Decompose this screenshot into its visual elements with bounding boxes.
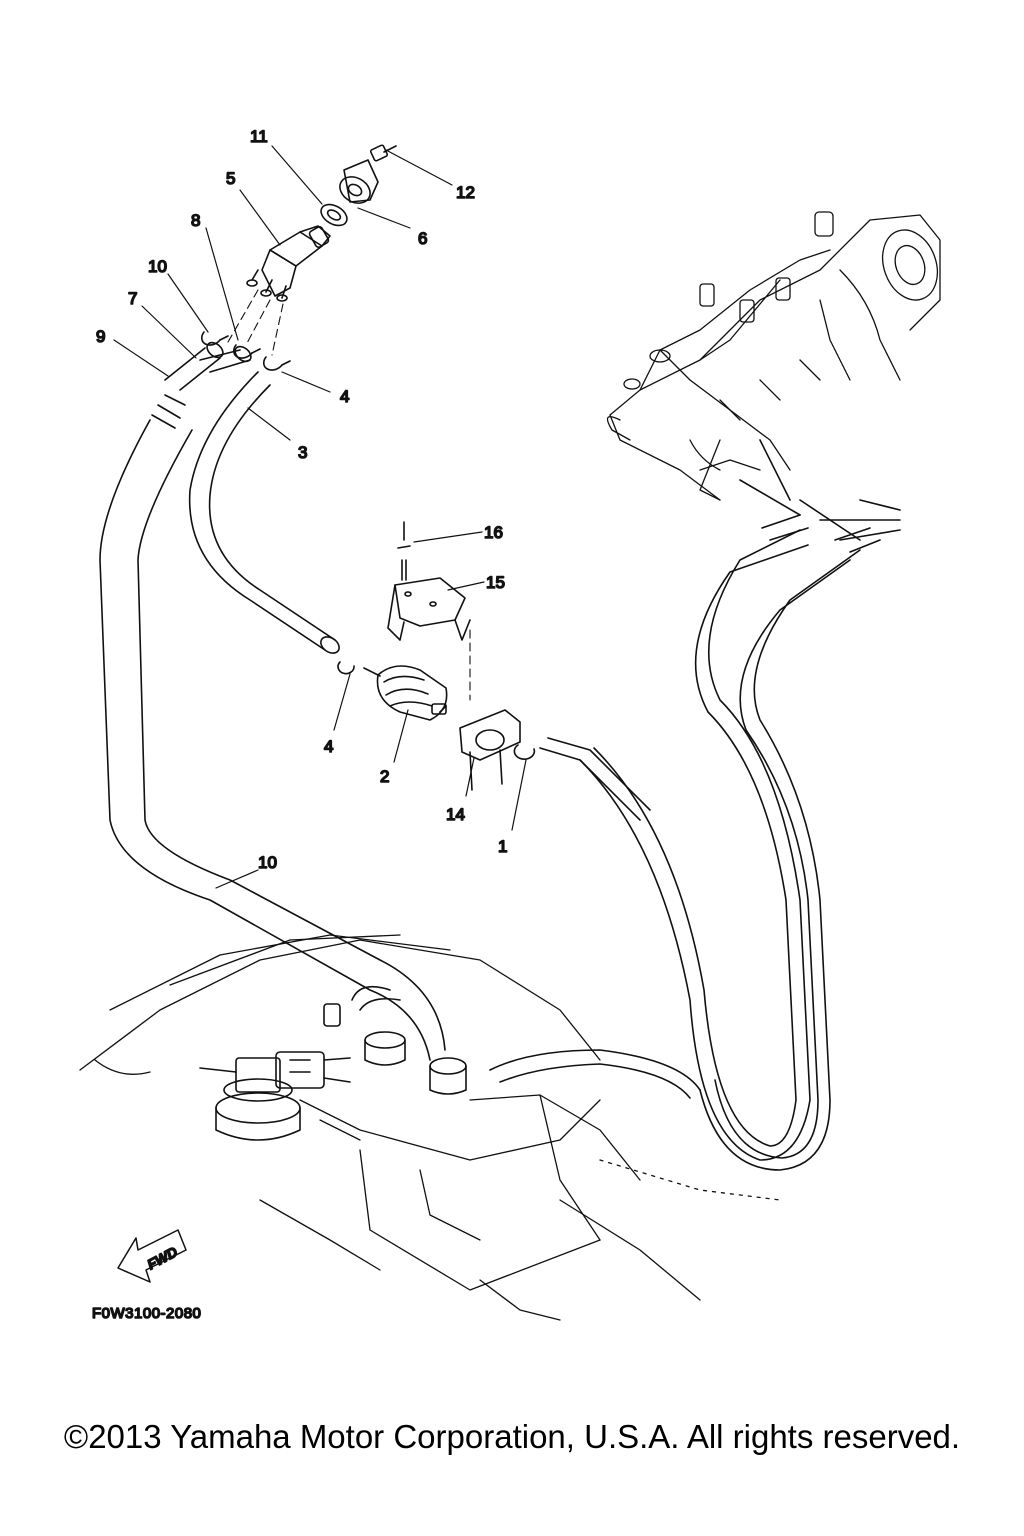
hoses-7-9 — [164, 341, 252, 391]
callout-2: 2 — [380, 767, 389, 786]
callout-7: 7 — [128, 289, 137, 308]
callout-9: 9 — [96, 327, 105, 346]
leader-lines — [113, 145, 527, 889]
drawing-id: F0W3100-2080 — [92, 1305, 201, 1322]
filter-holder-14 — [459, 709, 651, 821]
hose-11 — [99, 394, 446, 1061]
fuel-filter-2 — [337, 661, 448, 721]
fwd-arrow-icon: FWD — [117, 1229, 187, 1283]
callout-12: 11 — [250, 127, 268, 146]
clamps-top — [200, 331, 291, 371]
copyright-notice: ©2013 Yamaha Motor Corporation, U.S.A. A… — [63, 1418, 961, 1455]
callout-14: 14 — [446, 805, 465, 824]
callout-labels: 11 5 12 6 8 10 7 9 4 3 16 15 4 2 14 1 10 — [95, 126, 508, 873]
callout-10: 10 — [148, 257, 167, 276]
fuel-sender-unit — [199, 1051, 351, 1141]
callout-6: 6 — [418, 229, 427, 248]
hose-3 — [188, 371, 340, 654]
fuel-valve-fittings — [323, 1003, 467, 1095]
fwd-label: FWD — [144, 1243, 180, 1272]
callout-16: 16 — [484, 523, 503, 542]
callout-5: 5 — [226, 169, 235, 188]
callout-13: 12 — [456, 183, 475, 202]
fuel-valve-5 — [227, 225, 331, 356]
callout-4-top: 4 — [340, 387, 349, 406]
callout-15: 15 — [486, 573, 505, 592]
hoses-right — [489, 439, 901, 1171]
callout-4-mid: 4 — [324, 737, 333, 756]
bracket-15 — [387, 521, 471, 701]
knob-parts — [320, 144, 397, 227]
carburetor-assembly — [606, 211, 941, 501]
hull-outline — [79, 934, 781, 1321]
callout-3: 3 — [298, 443, 307, 462]
callout-1: 1 — [498, 837, 507, 856]
callout-8: 8 — [191, 211, 200, 230]
callout-11: 10 — [258, 853, 277, 872]
